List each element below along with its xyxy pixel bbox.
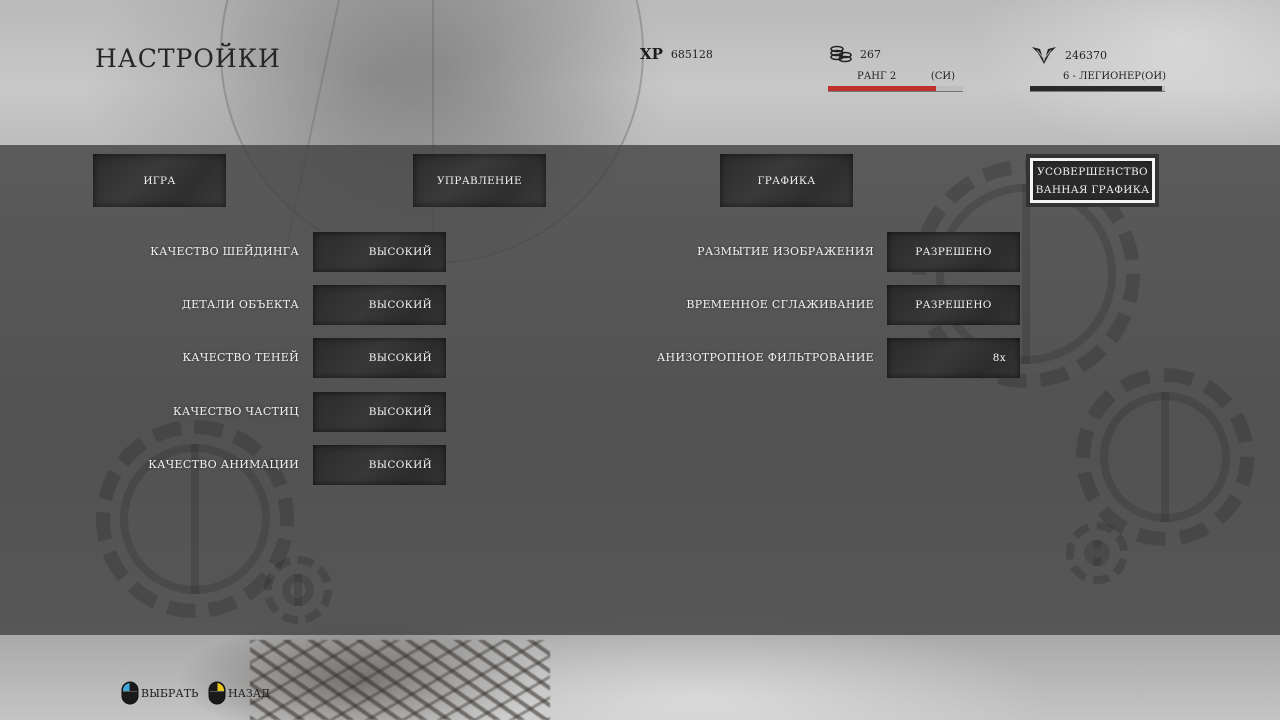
coins-icon: [830, 45, 852, 63]
setting-label-particle-quality: КАЧЕСТВО ЧАСТИЦ: [173, 405, 299, 418]
page-title: НАСТРОЙКИ: [95, 44, 281, 73]
legion-tag: (ОИ): [1141, 71, 1166, 82]
mouse-left-button-icon: [121, 681, 139, 705]
background-gear-right-lower: [1076, 368, 1254, 546]
tab-game-label: ИГРА: [143, 174, 176, 187]
setting-value-motion-blur[interactable]: РАЗРЕШЕНО: [887, 232, 1020, 272]
tab-advanced-graphics-label-line2: ВАННАЯ ГРАФИКА: [1035, 183, 1150, 196]
rank-progress-fill: [828, 86, 936, 91]
rank-line: РАНГ 2 (СИ): [857, 71, 955, 82]
setting-value-shading-quality[interactable]: ВЫСОКИЙ: [313, 232, 446, 272]
tab-advanced-graphics-label: УСОВЕРШЕНСТВО ВАННАЯ ГРАФИКА: [1036, 163, 1150, 199]
xp-stat: XP 685128: [640, 45, 713, 63]
tab-controls[interactable]: УПРАВЛЕНИЕ: [413, 154, 546, 207]
xp-value: 685128: [670, 47, 713, 61]
rank-tag: (СИ): [930, 71, 955, 82]
setting-value-shadow-quality[interactable]: ВЫСОКИЙ: [313, 338, 446, 378]
legion-progress-fill: [1030, 86, 1163, 91]
setting-label-animation-quality: КАЧЕСТВО АНИМАЦИИ: [148, 458, 299, 471]
setting-label-shading-quality: КАЧЕСТВО ШЕЙДИНГА: [150, 245, 299, 258]
setting-value-temporal-aa[interactable]: РАЗРЕШЕНО: [887, 285, 1020, 325]
back-hint[interactable]: НАЗАД: [208, 681, 270, 705]
back-hint-label: НАЗАД: [228, 686, 271, 700]
setting-value-object-detail[interactable]: ВЫСОКИЙ: [313, 285, 446, 325]
legion-stat: 246370: [1031, 45, 1107, 65]
tab-graphics[interactable]: ГРАФИКА: [720, 154, 853, 207]
rank-label: РАНГ 2: [857, 71, 897, 82]
legion-label: 6 - ЛЕГИОНЕР: [1063, 71, 1142, 82]
background-gear-right-small: [1066, 522, 1128, 584]
xp-label: XP: [640, 45, 663, 63]
legion-progress-bar: [1030, 86, 1165, 92]
legion-value: 246370: [1065, 48, 1107, 62]
coins-value: 267: [860, 47, 881, 61]
setting-value-animation-quality[interactable]: ВЫСОКИЙ: [313, 445, 446, 485]
tab-game[interactable]: ИГРА: [93, 154, 226, 207]
select-hint-label: ВЫБРАТЬ: [141, 686, 199, 700]
setting-value-anisotropic-filtering[interactable]: 8x: [887, 338, 1020, 378]
setting-value-particle-quality[interactable]: ВЫСОКИЙ: [313, 392, 446, 432]
tab-controls-label: УПРАВЛЕНИЕ: [437, 174, 522, 187]
tab-advanced-graphics-label-line1: УСОВЕРШЕНСТВО: [1037, 165, 1148, 178]
tab-advanced-graphics[interactable]: УСОВЕРШЕНСТВО ВАННАЯ ГРАФИКА: [1026, 154, 1159, 207]
legion-line: 6 - ЛЕГИОНЕР (ОИ): [1063, 71, 1166, 82]
setting-label-anisotropic-filtering: АНИЗОТРОПНОЕ ФИЛЬТРОВАНИЕ: [656, 351, 874, 364]
mouse-right-button-icon: [208, 681, 226, 705]
setting-label-shadow-quality: КАЧЕСТВО ТЕНЕЙ: [182, 351, 299, 364]
setting-label-temporal-aa: ВРЕМЕННОЕ СГЛАЖИВАНИЕ: [686, 298, 874, 311]
select-hint[interactable]: ВЫБРАТЬ: [121, 681, 198, 705]
setting-label-object-detail: ДЕТАЛИ ОБЪЕКТА: [181, 298, 299, 311]
coins-stat: 267: [830, 45, 881, 63]
background-rubble: [250, 640, 550, 720]
rank-progress-bar: [828, 86, 963, 92]
background-gear-left-small: [264, 556, 332, 624]
setting-label-motion-blur: РАЗМЫТИЕ ИЗОБРАЖЕНИЯ: [697, 245, 874, 258]
tab-graphics-label: ГРАФИКА: [757, 174, 816, 187]
legion-wings-icon: [1031, 45, 1057, 65]
